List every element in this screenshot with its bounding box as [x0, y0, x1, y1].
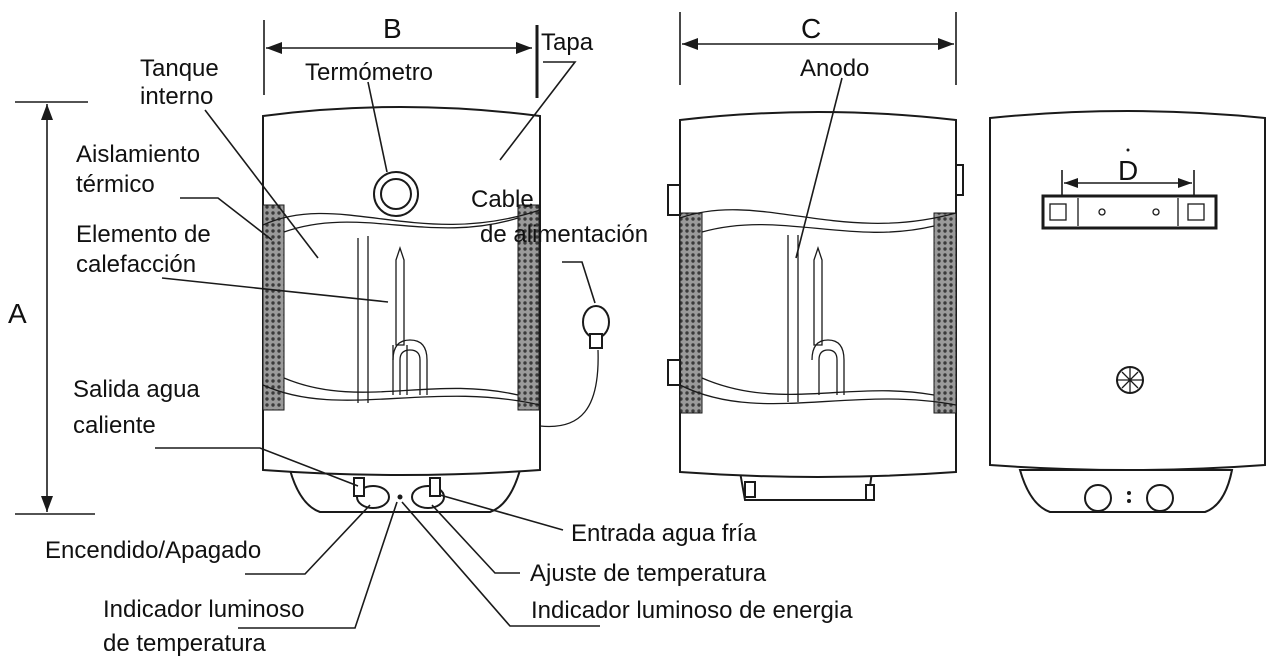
- dimension-a-label: A: [8, 298, 27, 329]
- label-ajuste: Ajuste de temperatura: [530, 560, 767, 587]
- label-termometro: Termómetro: [305, 59, 433, 86]
- label-salida-line1: Salida agua: [73, 376, 200, 403]
- heater-side-view: [667, 111, 964, 501]
- labels: Tapa Tanque interno Termómetro Anodo Ais…: [45, 29, 869, 657]
- label-indicador-temp-line1: Indicador luminoso: [103, 596, 304, 623]
- label-salida-line2: caliente: [73, 412, 156, 439]
- label-elemento-line1: Elemento de: [76, 221, 211, 248]
- dimension-d-label: D: [1118, 155, 1138, 186]
- label-tapa: Tapa: [541, 29, 594, 56]
- label-elemento-line2: calefacción: [76, 251, 196, 278]
- heater-back-view: D: [989, 110, 1266, 513]
- dimension-b: B: [263, 13, 539, 98]
- label-indicador-temp-line2: de temperatura: [103, 630, 266, 657]
- label-cable-line1: Cable: [471, 186, 534, 213]
- label-entrada: Entrada agua fría: [571, 520, 757, 547]
- dimension-c: C: [679, 12, 957, 85]
- label-anodo: Anodo: [800, 55, 869, 82]
- label-cable-line2: de alimentación: [480, 221, 648, 248]
- label-tanque-line2: interno: [140, 83, 213, 110]
- dimension-c-label: C: [801, 13, 821, 44]
- label-aislamiento-line2: térmico: [76, 171, 155, 198]
- label-indicador-energia: Indicador luminoso de energia: [531, 597, 853, 624]
- leader-lines: [155, 61, 843, 629]
- label-encendido: Encendido/Apagado: [45, 537, 261, 564]
- label-tanque-line1: Tanque: [140, 55, 219, 82]
- dimension-a: A: [8, 101, 95, 515]
- label-aislamiento-line1: Aislamiento: [76, 141, 200, 168]
- dimension-b-label: B: [383, 13, 402, 44]
- heater-front-view: [262, 106, 610, 513]
